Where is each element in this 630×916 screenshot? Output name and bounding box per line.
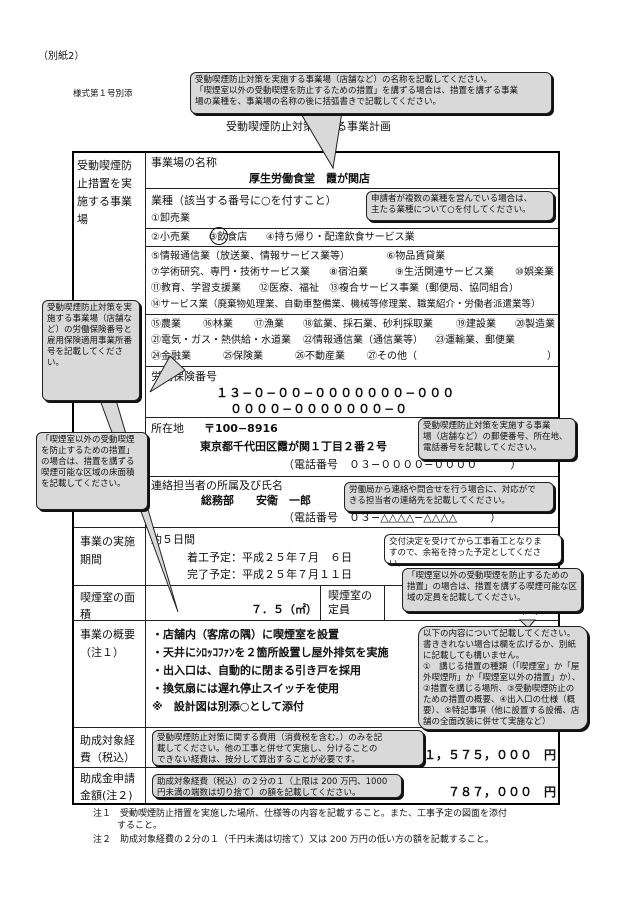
biz-name-value: 厚生労働食堂 霞が関店 [249, 172, 370, 185]
industry-26: ㉖不動産業 [295, 351, 345, 362]
industry-1: ①卸売業 [151, 213, 190, 224]
overview-item: ※ 設計図は別添○として添付 [152, 700, 304, 713]
industry-4: ④持ち帰り・配達飲食サービス業 [265, 232, 415, 243]
note-floor-area: 「喫煙室以外の受動喫煙 を防止するための措置」 の場合は、措置を講ずる 喫煙可能… [36, 432, 148, 510]
overview-item: ・店舗内（客席の隅）に喫煙室を設置 [152, 628, 339, 641]
note-industry: 申請者が複数の業種を営んでいる場合は、 主たる業種について○を付してください。 [366, 191, 554, 221]
cost-value: １，５７５，０００ 円 [424, 748, 557, 762]
footnote-2: 注２ 助成対象経費の２分の１（千円未満は切捨て）又は 200 万円の低い方の額を… [93, 835, 494, 845]
selected-circle [210, 227, 228, 245]
grant-value: ７８７，０００ 円 [448, 785, 557, 799]
form-number: 様式第１号別添 [73, 89, 133, 99]
industry-20: ⑳製造業 [515, 319, 555, 330]
grant-label: 助成金申請 金額(注２) [80, 772, 135, 802]
capacity-note-pointer [518, 619, 537, 629]
footnotes: 注１ 受動喫煙防止措置を実施した場所、仕様等の内容を記載すること。また、工事予定… [93, 808, 593, 846]
industry-13: ⑬複合サービス事業（郵便局、協同組合） [329, 283, 519, 294]
industry-16: ⑯林業 [203, 319, 233, 330]
room-area-value: ７．５（㎡） [251, 603, 317, 616]
industry-8: ⑧宿泊業 [329, 267, 368, 278]
industry-12: ⑫医療、福祉 [259, 283, 319, 294]
cost-label: 助成対象経 費（税込） [80, 734, 135, 764]
industry-18: ⑱鉱業、採石業、砂利採取業 [303, 319, 433, 330]
industry-21: ㉑電気・ガス・熱供給・水道業 [151, 335, 291, 346]
room-area-label: 喫煙室の面 積 [80, 591, 135, 621]
industry-27: ㉗その他（ ） [367, 351, 557, 362]
overview-item: ・換気扇には遅れ停止スイッチを使用 [152, 682, 339, 695]
industry-7: ⑦学術研究、専門・技術サービス業 [151, 267, 310, 278]
address-value: 東京都千代田区霞が関１丁目２番２号 [200, 440, 387, 453]
industry-14: ⑭サービス業（廃棄物処理業、自動車整備業、機械等修理業、職業紹介・労働者派遣業等… [151, 299, 541, 310]
industry-2: ②小売業 [151, 232, 190, 243]
period-start: 着工予定：平成２５年７月 ６日 [187, 551, 352, 564]
note-grant: 助成対象経費（税込）の２分の１（上限は 200 万円、1000 円未満の端数は切… [152, 774, 402, 798]
labor-note-pointer [149, 355, 186, 393]
footnote-1: 注１ 受動喫煙防止措置を実施した場所、仕様等の内容を記載すること。また、工事予定… [93, 809, 508, 819]
period-end: 完了予定：平成２５年７月１１日 [187, 568, 352, 581]
industry-11: ⑪教育、学習支援業 [151, 283, 241, 294]
note-labor-no: 受動喫煙防止対策を実 施する事業場（店舗な ど）の労働保険番号と 雇用保険適用事… [42, 300, 140, 401]
labor-no-1: １３−０−００−０００００００−０００ [216, 386, 456, 400]
note-cost: 受動喫煙防止対策に関する費用（消費税を含む。）のみを記 載してください。他の工事… [152, 730, 424, 766]
note-overview: 以下の内容について記載してください。 書ききれない場合は欄を広げるか、別紙 に記… [418, 626, 588, 730]
labor-no-2: ００００−０００００００−０ [230, 402, 409, 416]
industry-19: ⑲建設業 [456, 319, 496, 330]
address-label: 所在地 [151, 422, 184, 435]
attachment-label: （別紙2） [38, 51, 85, 62]
note-capacity: 「喫煙室以外の受動喫煙を防止するための 措置」の場合は、措置を講ずる喫煙可能な区… [402, 568, 582, 612]
industry-10: ⑩娯楽業 [515, 267, 554, 278]
industry-row-3: ⑤情報通信業（放送業、情報サービス業等） ⑥物品賃貸業 [151, 250, 445, 263]
industry-23: ㉓運輸業、郵便業 [435, 335, 515, 346]
contact-label: 連絡担当者の所属及び氏名 [151, 479, 283, 492]
contact-name: 総務部 安衛 一郎 [201, 494, 311, 507]
note-contact: 労働局から連絡や問合せを行う場合に、対応がで きる担当者の連絡先を記載してくださ… [344, 482, 554, 512]
room-cap-label: 喫煙室の定員 [328, 589, 372, 616]
postal-code: 〒100−8916 [204, 422, 278, 435]
note-period: 交付決定を受けてから工事着工となりま すので、余裕を持った予定としてください。 [384, 534, 562, 569]
overview-item: ・出入口は、自動的に閉まる引き戸を採用 [152, 664, 361, 677]
period-total: 約５日間 [151, 533, 195, 546]
industry-17: ⑰漁業 [254, 319, 284, 330]
overview-item: ・天井にｼﾛｯｺﾌｧﾝを２箇所設置し屋外排気を実施 [152, 646, 389, 659]
overview-label: 事業の概要 （注１） [80, 628, 135, 659]
note-address: 受動喫煙防止対策を実施する事業 場（店舗など）の郵便番号、所在地、 電話番号を記… [418, 418, 576, 460]
industry-5: ⑤情報通信業（放送業、情報サービス業等） [151, 251, 350, 262]
industry-25: ㉕保険業 [223, 351, 263, 362]
note-business-name: 受動喫煙防止対策を実施する事業場（店舗など）の名称を記載してください。 「喫煙室… [190, 72, 552, 114]
biz-type-label: 業種（該当する番号に○を付すこと） [151, 194, 337, 207]
contact-phone: （電話番号 ０３−△△△△−△△△△ ） [283, 511, 502, 524]
biz-name-label: 事業場の名称 [151, 156, 217, 169]
period-label: 事業の実施 期間 [80, 535, 135, 566]
address-phone: （電話番号 ０３−００００−００００ ） [283, 458, 522, 471]
industry-22: ㉒情報通信業（通信業等） [303, 335, 423, 346]
industry-9: ⑨生活関連サービス業 [395, 267, 494, 278]
industry-6: ⑥物品賃貸業 [386, 251, 446, 262]
footnote-1-cont: すること。 [117, 821, 163, 831]
top-note-pointer [299, 111, 343, 170]
overview-list: ・店舗内（客席の隅）に喫煙室を設置 ・天井にｼﾛｯｺﾌｧﾝを２箇所設置し屋外排気… [152, 626, 472, 716]
section-label-business: 受動喫煙防 止措置を実 施する事業 場 [77, 159, 132, 226]
industry-15: ⑮農業 [151, 319, 181, 330]
